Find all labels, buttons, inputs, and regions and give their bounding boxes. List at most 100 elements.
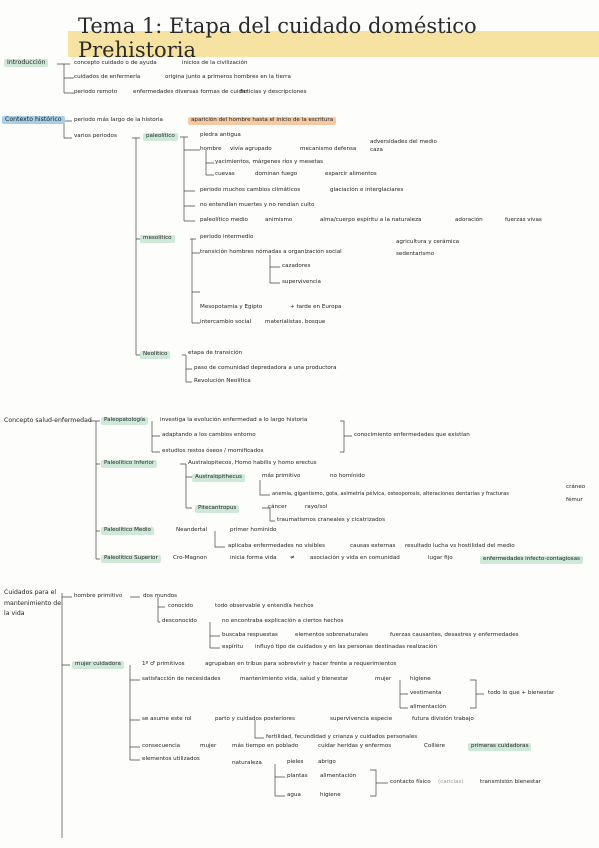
contexto-item: dominan fuego [255, 171, 298, 177]
salud-item: Cro-Magnon [173, 555, 207, 561]
salud-item: aplicaba enfermedades no visibles [228, 543, 326, 549]
intro-item: enfermedades diversas formas de cuidar [133, 89, 248, 95]
cuidados-item: todo lo que + bienestar [488, 690, 555, 696]
contexto-item: Mesopotamia y Egipto [200, 304, 263, 310]
section-label-salud: Concepto salud-enfermedad [4, 417, 92, 424]
salud-item: ≠ [290, 555, 295, 561]
salud-item: Pitecantropus [195, 505, 240, 513]
cuidados-item: higiene [410, 676, 431, 682]
salud-item: conocimiento enfermedades que existían [354, 432, 470, 438]
cuidados-item: vestimenta [410, 690, 442, 696]
salud-item: Australopitecos, Homo habilis y homo ere… [188, 460, 317, 466]
salud-item: más primitivo [262, 473, 301, 479]
cuidados-item: (caricias) [438, 779, 464, 785]
salud-item: anemia, gigantismo, gota, asimetría pélv… [272, 491, 509, 497]
cuidados-item: alimentación [320, 773, 357, 779]
contexto-item: periodo muchos cambios climáticos [200, 187, 301, 193]
cuidados-item: agua [287, 792, 301, 798]
contexto-item: caza [370, 147, 383, 153]
cuidados-item: pieles [287, 759, 304, 765]
contexto-item: transición hombres nómadas a organizació… [200, 249, 342, 255]
salud-item: causas externas [350, 543, 396, 549]
salud-item: Paleolítico Inferior [101, 460, 158, 468]
cuidados-item: dos mundos [143, 593, 178, 599]
cuidados-item: fertilidad, fecundidad y crianza y cuida… [266, 734, 418, 740]
cuidados-item: higiene [320, 792, 341, 798]
cuidados-item: influyó tipo de cuidados y en las person… [255, 644, 438, 650]
contexto-item: paleolítico medio [200, 217, 248, 223]
contexto-item: cazadores [282, 263, 311, 269]
cuidados-item: mujer cuidadora [72, 661, 124, 669]
contexto-item: paso de comunidad depredadora a una prod… [194, 365, 337, 371]
salud-item: Neandertal [176, 527, 208, 533]
cuidados-item: contacto físico [390, 779, 431, 785]
intro-item: ficticias y descripciones [240, 89, 307, 95]
cuidados-item: conocido [168, 603, 194, 609]
contexto-item: adoración [455, 217, 483, 223]
salud-item: Paleopatología [101, 417, 149, 425]
salud-item: no homínido [330, 473, 365, 479]
cuidados-item: consecuencia [142, 743, 181, 749]
salud-item: primer homínido [230, 527, 277, 533]
salud-item: Paleolítico Medio [101, 527, 154, 535]
cuidados-item: primeras cuidadoras [468, 743, 532, 751]
cuidados-item: no encontraba explicación a ciertos hech… [222, 618, 344, 624]
salud-item: fémur [566, 497, 583, 503]
contexto-item: supervivencia [282, 279, 321, 285]
contexto-item: glaciación e interglaciares [330, 187, 404, 193]
cuidados-item: más tiempo en poblado [232, 743, 299, 749]
cuidados-item: mujer [375, 676, 392, 682]
salud-item: investiga la evolución enfermedad a lo l… [160, 417, 308, 423]
contexto-item: hombre [200, 146, 222, 152]
cuidados-item: alimentación [410, 704, 447, 710]
cuidados-item: fuerzas causantes, desastres y enfermeda… [390, 632, 519, 638]
contexto-item: periodo más largo de la historia [74, 117, 163, 123]
contexto-item: yacimientos, márgenes ríos y mesetas [215, 159, 324, 165]
contexto-item: animismo [265, 217, 293, 223]
cuidados-item: satisfacción de necesidades [142, 676, 221, 682]
contexto-item: + tarde en Europa [290, 304, 342, 310]
contexto-item: Neolítico [140, 351, 171, 359]
contexto-item: intercambio social [200, 319, 252, 325]
contexto-item: periodo intermedio [200, 234, 254, 240]
salud-item: asociación y vida en comunidad [310, 555, 400, 561]
cuidados-item: agrupaban en tribus para sobrevivir y ha… [205, 661, 397, 667]
section-label-cuidados: Cuidados para el mantenimiento de la vid… [4, 589, 62, 618]
cuidados-item: se asume este rol [142, 716, 192, 722]
contexto-item: mesolítico [140, 235, 175, 243]
contexto-item: etapa de transición [188, 350, 243, 356]
intro-item: origina junto a primeros hombres en la t… [165, 74, 291, 80]
cuidados-item: futura división trabajo [412, 716, 474, 722]
cuidados-item: naturaleza [232, 760, 262, 766]
salud-item: Paleolítico Superior [101, 555, 161, 563]
contexto-item: alma/cuerpo espíritu a la naturaleza [320, 217, 422, 223]
salud-item: estudios restos óseos / momificados [162, 448, 264, 454]
salud-item: inicia forma vida [230, 555, 277, 561]
contexto-item: paleolítico [143, 133, 178, 141]
salud-item: lugar fijo [428, 555, 453, 561]
contexto-item: no entendían muertes y no rendían culto [200, 202, 315, 208]
salud-item: resultado lucha vs hostilidad del medio [405, 543, 515, 549]
cuidados-item: mantenimiento vida, salud y bienestar [240, 676, 349, 682]
salud-item: Australopithecus [192, 474, 246, 482]
cuidados-item: espíritu [222, 644, 244, 650]
salud-item: rayo/sol [305, 504, 328, 510]
contexto-item: cuevas [215, 171, 235, 177]
contexto-item: fuerzas vivas [505, 217, 542, 223]
salud-item: adaptando a los cambios entorno [162, 432, 256, 438]
cuidados-item: plantas [287, 773, 308, 779]
intro-item: periodo remoto [74, 89, 118, 95]
contexto-item: sedentarismo [396, 251, 435, 257]
cuidados-item: hombre primitivo [74, 593, 123, 599]
contexto-item: varios periodos [74, 133, 117, 139]
intro-item: cuidados de enfermería [74, 74, 141, 80]
cuidados-item: cuidar heridas y enfermos [318, 743, 392, 749]
contexto-item: vivía agrupado [230, 146, 272, 152]
cuidados-item: 1º ♂ primitivos [142, 661, 185, 667]
intro-item: concepto cuidado o de ayuda [74, 60, 157, 66]
cuidados-item: elementos utilizados [142, 756, 200, 762]
contexto-item: agricultura y cerámica [396, 239, 460, 245]
section-label-intro: Introducción [4, 59, 49, 68]
cuidados-item: mujer [200, 743, 217, 749]
